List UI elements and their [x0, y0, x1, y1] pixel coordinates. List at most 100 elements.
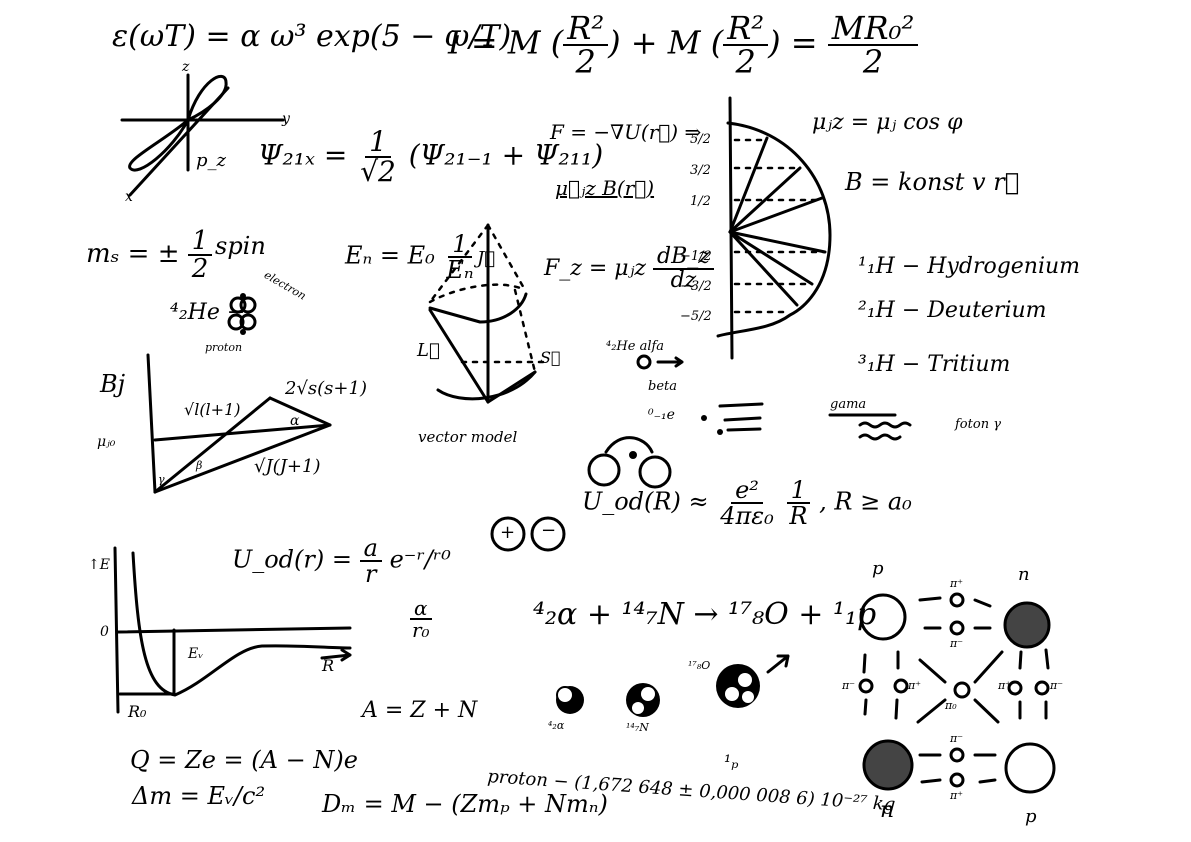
- yukawa-exp: e⁻ʳ/ʳ⁰: [389, 545, 451, 574]
- alpha-decay-label: ⁴₂He alfa: [606, 339, 665, 354]
- wavefunction-formula: Ψ₂₁ₓ = 1√2 (Ψ₂₁₋₁ + Ψ₂₁₁): [258, 128, 603, 186]
- orbital-name: p_z: [196, 150, 227, 171]
- mu-jz-formula: μⱼz = μⱼ cos φ: [812, 110, 963, 135]
- angle-beta: β: [196, 459, 203, 472]
- inertia-frac2-den: 2: [735, 43, 756, 81]
- level-minus-1-2: −1/2: [680, 249, 712, 264]
- pi-minus-bottom: π⁻: [950, 732, 964, 745]
- coulomb-condition: , R ≥ a₀: [819, 487, 912, 516]
- pi-plus-left: π⁺: [908, 679, 922, 692]
- electron-transfer-diagram: [490, 436, 672, 552]
- plus-charge-label: +: [500, 522, 516, 543]
- fz-den: dz: [670, 268, 697, 293]
- yukawa-lhs: U_od(r) =: [232, 545, 352, 574]
- mass-number-formula: A = Z + N: [362, 698, 478, 723]
- angle-gamma: γ: [158, 473, 165, 486]
- level-minus-3-2: −3/2: [680, 279, 712, 294]
- deuterium-label: ²₁H − Deuterium: [858, 298, 1047, 323]
- level-3-2: 3/2: [690, 163, 711, 178]
- charge-formula: Q = Ze = (A − N)e: [130, 746, 358, 774]
- inertia-rhs-den: 2: [862, 43, 884, 81]
- psi-frac-num: 1: [365, 128, 391, 158]
- pion-n-top-label: n: [1018, 564, 1030, 585]
- pi-minus-right: π⁻: [1050, 679, 1064, 692]
- yukawa-den: r: [365, 560, 377, 588]
- inertia-lhs: I = M: [448, 23, 541, 62]
- potential-zero: 0: [100, 624, 109, 640]
- coulomb-den: 4πε₀: [720, 502, 774, 530]
- photon-label: foton γ: [955, 417, 1001, 432]
- mass-defect-formula: Δm = Eᵥ/c²: [132, 782, 266, 810]
- potential-r0: R₀: [128, 702, 147, 721]
- beta-decay-label: beta: [648, 379, 677, 394]
- psi-lhs: Ψ₂₁ₓ =: [258, 138, 348, 172]
- potential-axis-e: ↑E: [88, 557, 110, 573]
- orbital-axis-z: z: [182, 59, 190, 75]
- vector-model-label: vector model: [418, 428, 518, 446]
- nucleus-n-label: ¹⁴₇N: [626, 721, 649, 734]
- fz-lhs: F_z = μⱼz: [544, 256, 646, 281]
- alpha-den: r₀: [412, 618, 430, 642]
- force-mu-b-formula: μ⃗ⱼz B(r⃗): [555, 176, 655, 200]
- sqrt-ss1-label: 2√s(s+1): [285, 378, 367, 399]
- pion-n-bottom-label: n: [880, 798, 895, 823]
- inertia-eq: =: [790, 23, 818, 62]
- energy-num: 1: [448, 232, 472, 258]
- coulomb-lhs: U_od(R) ≈: [582, 487, 709, 516]
- projection-levels: 5/2 3/2 1/2: [690, 124, 711, 217]
- coulomb-num: e²: [731, 478, 763, 504]
- ms-lhs: mₛ = ±: [86, 239, 180, 269]
- sqrt-jj1-label: √J(J+1): [254, 456, 321, 477]
- pi-minus-top: π⁻: [950, 637, 964, 650]
- planck-formula: ε(ωT) = α ω³ exp(5 − ω/T): [112, 19, 512, 54]
- pion-p-bottom-label: p: [1025, 806, 1037, 827]
- nucleus-sketches: [556, 654, 790, 717]
- sqrt-ll1-label: √l(l+1): [184, 400, 241, 419]
- inertia-rhs-num: MR₀²: [827, 12, 919, 46]
- beta-particle-label: ⁰₋₁e: [648, 407, 675, 423]
- alpha-num: α: [410, 598, 432, 620]
- level-1-2: 1/2: [690, 194, 711, 209]
- dm-formula: Dₘ = M − (Zmₚ + Nmₙ): [322, 790, 608, 818]
- pi-plus-bottom: π⁺: [950, 789, 964, 802]
- vec-s-label: S⃗: [540, 348, 561, 367]
- spin-projection-diagram: [716, 96, 832, 360]
- b-constant-formula: B = konst v r⃗: [845, 168, 1020, 196]
- force-gradient-formula: F = −∇U(r⃗) ⇒: [550, 120, 702, 144]
- hydrogen-label: ¹₁H − Hydrogenium: [858, 254, 1081, 279]
- helium-label: ⁴₂He −: [170, 300, 246, 325]
- fz-num: dB_z: [652, 246, 714, 270]
- potential-r: R: [322, 656, 335, 675]
- orbital-axis-y: y: [282, 111, 290, 127]
- level-minus-5-2: −5/2: [680, 309, 712, 324]
- inertia-mid: + M: [630, 23, 701, 62]
- orbital-axis-x: x: [125, 189, 133, 205]
- inertia-frac2-num: R²: [723, 12, 769, 46]
- projection-levels-negative: −1/2 −3/2 −5/2: [680, 242, 712, 332]
- coulomb-den2: R: [789, 502, 808, 530]
- gamma-label: gama: [830, 397, 867, 412]
- pion-p-top-label: p: [872, 558, 884, 579]
- spin-label: spin: [215, 232, 266, 260]
- pi-minus-left: π⁻: [842, 679, 856, 692]
- pz-orbital-diagram: [120, 73, 285, 197]
- vector-coupling-diagram: [146, 353, 332, 494]
- energy-lhs: Eₙ = E₀: [345, 241, 435, 270]
- nuclear-reaction-formula: ⁴₂α + ¹⁴₇N → ¹⁷₈O + ¹₁p: [533, 597, 877, 632]
- psi-frac-den: √2: [360, 155, 396, 188]
- ms-num: 1: [187, 228, 213, 256]
- nucleus-o-label: ¹⁷₈O: [688, 659, 711, 672]
- vector-model-diagram: [428, 223, 547, 404]
- minus-charge-label: −: [541, 520, 557, 541]
- bj-label: Bj: [100, 370, 126, 398]
- pi-zero-center: π₀: [945, 699, 957, 712]
- potential-ev: Eᵥ: [188, 646, 204, 662]
- vec-l-label: L⃗: [417, 340, 440, 361]
